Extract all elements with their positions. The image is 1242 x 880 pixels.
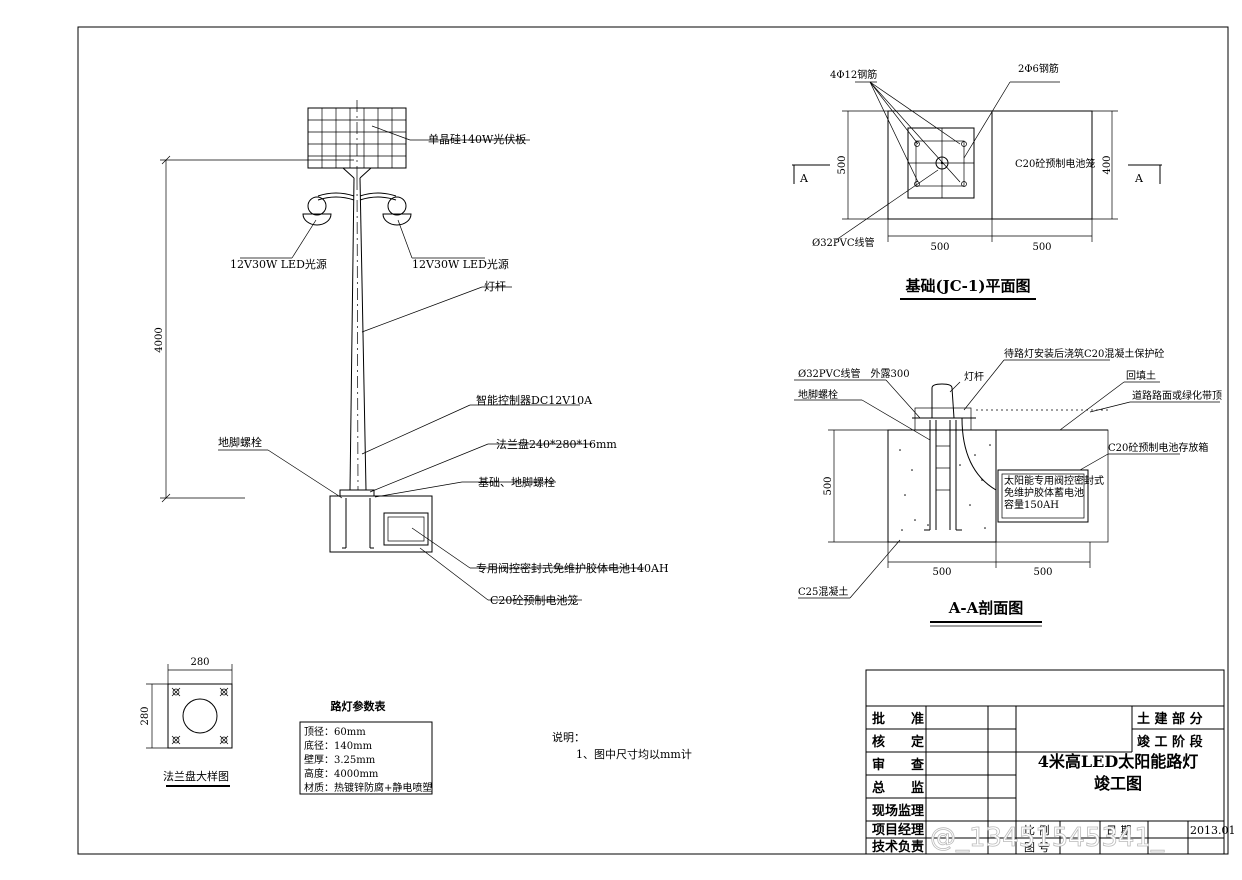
param-row-2: 底径：140mm [304,739,373,752]
section-title: A-A剖面图 [948,599,1024,617]
pole-foundation [329,495,433,553]
flange-dim-h: 280 [140,706,151,725]
tb-project-line1: 4米高LED太阳能路灯 [1038,752,1198,771]
notes-item-1: 1、图中尺寸均以mm计 [576,747,692,761]
watermark: @_13451545341_ [930,823,1165,853]
tb-date-label: 日 期 [1106,824,1132,837]
lamp-pole [349,100,367,491]
flange-plate [339,489,375,497]
plan-conduit-label: Ø32PVC线管 [812,236,875,249]
anchor-bolt-label: 地脚螺栓 [218,435,262,449]
height-dim-text: 4000 [154,327,165,352]
section-anchor-label: 地脚螺栓 [798,388,838,401]
lamp-right-label: 12V30W LED光源 [412,257,509,271]
section-dim-height: 500 [823,476,834,495]
tb-role-2: 核 定 [872,734,924,750]
plan-foundation [887,110,993,220]
flange-detail: 280 280 法兰盘大样图 [140,657,233,787]
battery-label: 专用阀控密封式免维护胶体电池140AH [476,561,669,575]
section-mark-right: A [1134,172,1144,185]
title-block: 批 准 核 定 审 查 总 监 现场监理 项目经理 技术负责 土 建 部 分 竣… [865,669,1236,855]
tb-dept: 土 建 部 分 [1137,711,1203,727]
tb-scale-label: 比 例 [1024,823,1050,837]
tb-project-line2: 竣工图 [1094,774,1142,793]
notes-heading: 说明： [552,730,585,744]
tb-role-1: 批 准 [872,711,924,727]
section-battery-text-1: 太阳能专用阀控密封式 [1004,474,1104,487]
section-backfill-label: 回填土 [1126,369,1156,382]
tb-role-5: 现场监理 [872,803,924,819]
section-battery-text-3: 容量150AH [1004,498,1059,511]
plan-dim-right: 400 [1102,155,1113,174]
section-protect-label: 待路灯安装后浇筑C20混凝土保护砼 [1004,347,1164,360]
flange-dim-w: 280 [190,657,209,668]
section-cage-label: C20砼预制电池存放箱 [1108,441,1208,454]
plan-title: 基础(JC-1)平面图 [905,277,1031,295]
plan-dim-bottom-2: 500 [1032,242,1051,253]
param-table-title: 路灯参数表 [331,699,387,713]
foundation-plan: A A 4Φ12钢筋 2Φ6钢筋 C20砼预制电池笼 Ø32PVC线管 500 … [792,62,1162,300]
tb-role-3: 审 查 [872,757,925,773]
flange-label: 法兰盘240*280*16mm [496,437,617,451]
plan-battery-cage [991,110,1093,220]
plan-dim-bottom-1: 500 [930,242,949,253]
led-lamp-right [382,196,412,226]
elevation-leaders [218,125,644,601]
param-table: 路灯参数表 顶径：60mm 底径：140mm 壁厚：3.25mm 高度：4000… [299,699,433,795]
section-dim-bottom-1: 500 [932,567,951,578]
main-elevation: 4000 单晶硅140W光伏板 12V30W LED光源 [154,100,669,607]
rebar-tie-label: 2Φ6钢筋 [1018,62,1059,75]
flange-detail-title: 法兰盘大样图 [163,769,229,783]
plan-dim-left: 500 [837,155,848,174]
section-battery-cage [997,469,1089,523]
foundation-label: 基础、地脚螺栓 [478,475,555,489]
section-conduit-label: Ø32PVC线管 外露300 [798,367,910,380]
plan-box-label: C20砼预制电池笼 [1015,157,1095,170]
tb-stage: 竣 工 阶 段 [1137,734,1203,750]
param-row-3: 壁厚：3.25mm [304,753,376,766]
section-foundation [887,429,997,543]
section-concrete-label: C25混凝土 [798,585,848,598]
height-dimension: 4000 [154,155,354,503]
battery-box-label: C20砼预制电池笼 [490,593,578,607]
tb-drawing-no-label: 图 号 [1024,841,1050,854]
rebar-main-label: 4Φ12钢筋 [830,68,877,81]
param-row-4: 高度：4000mm [304,767,379,780]
section-dim-bottom-2: 500 [1033,567,1052,578]
battery-box [383,512,429,546]
tb-role-4: 总 监 [872,780,924,796]
section-mark-left: A [799,172,809,185]
lamp-left-label: 12V30W LED光源 [230,257,327,271]
param-row-1: 顶径：60mm [304,725,366,738]
section-pole-label: 灯杆 [964,371,984,383]
section-road-label: 道路路面或绿化带顶 [1132,389,1222,402]
section-aa: Ø32PVC线管 外露300 待路灯安装后浇筑C20混凝土保护砼 灯杆 回填土 … [794,347,1222,627]
sheet-border [77,26,1229,855]
tb-role-6: 项目经理 [872,822,924,838]
param-row-5: 材质：热镀锌防腐+静电喷塑 [304,781,432,794]
tb-date-value: 2013.01 [1190,824,1236,837]
solar-panel-label: 单晶硅140W光伏板 [428,132,526,146]
notes: 说明： 1、图中尺寸均以mm计 [552,730,692,761]
concrete-hatch [899,444,991,531]
led-lamp-left [302,196,332,226]
controller-label: 智能控制器DC12V10A [476,393,593,407]
tb-role-7: 技术负责 [872,839,924,855]
section-battery-text-2: 免维护胶体蓄电池 [1004,486,1084,499]
pole-label: 灯杆 [484,279,506,293]
